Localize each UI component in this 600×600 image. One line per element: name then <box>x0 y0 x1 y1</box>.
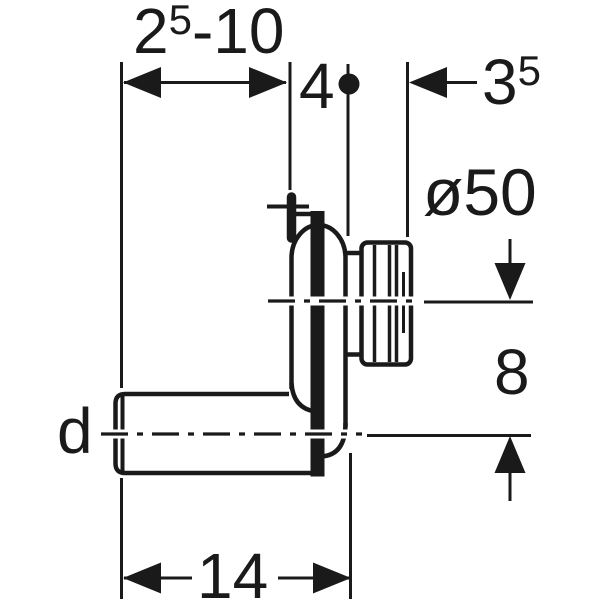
label-ref-to-socket-base: 3 <box>482 46 518 118</box>
inlet-section-stripe <box>310 211 325 477</box>
label-outlet-diameter: ø50 <box>423 155 537 229</box>
label-depth-range-base: 2 <box>133 0 169 67</box>
arrow-socket-left <box>409 67 447 98</box>
label-outlet-diameter-text: ø50 <box>423 155 537 229</box>
label-wall-to-ref-text: 4 <box>299 50 335 122</box>
arrow-diameter-down <box>494 263 526 300</box>
label-wall-to-ref: 4 <box>299 50 335 122</box>
arrow-length-right <box>313 562 351 594</box>
extension-lines-group <box>120 62 409 599</box>
label-inlet-diameter-text: d <box>57 395 93 467</box>
label-length-text: 14 <box>197 540 268 600</box>
label-ref-to-socket: 35 <box>482 46 541 118</box>
label-depth-range: 25-10 <box>133 0 284 67</box>
dimension-labels-group: 25-10 4 35 ø50 8 d 14 <box>57 0 541 600</box>
label-inlet-diameter: d <box>57 395 93 467</box>
label-length: 14 <box>197 540 268 600</box>
arrow-depth-right <box>249 67 287 98</box>
label-center-offset-text: 8 <box>494 336 530 408</box>
label-center-offset: 8 <box>494 336 530 408</box>
label-depth-range-sup: 5 <box>169 0 192 43</box>
arrow-depth-left <box>123 67 161 98</box>
reference-point-dot <box>338 73 360 95</box>
arrow-offset-up <box>494 436 526 473</box>
label-ref-to-socket-sup: 5 <box>518 47 541 94</box>
arrowheads-group <box>123 67 526 594</box>
centerlines-group <box>99 296 421 439</box>
label-depth-range-rest: -10 <box>192 0 285 67</box>
arrow-length-left <box>123 562 161 594</box>
